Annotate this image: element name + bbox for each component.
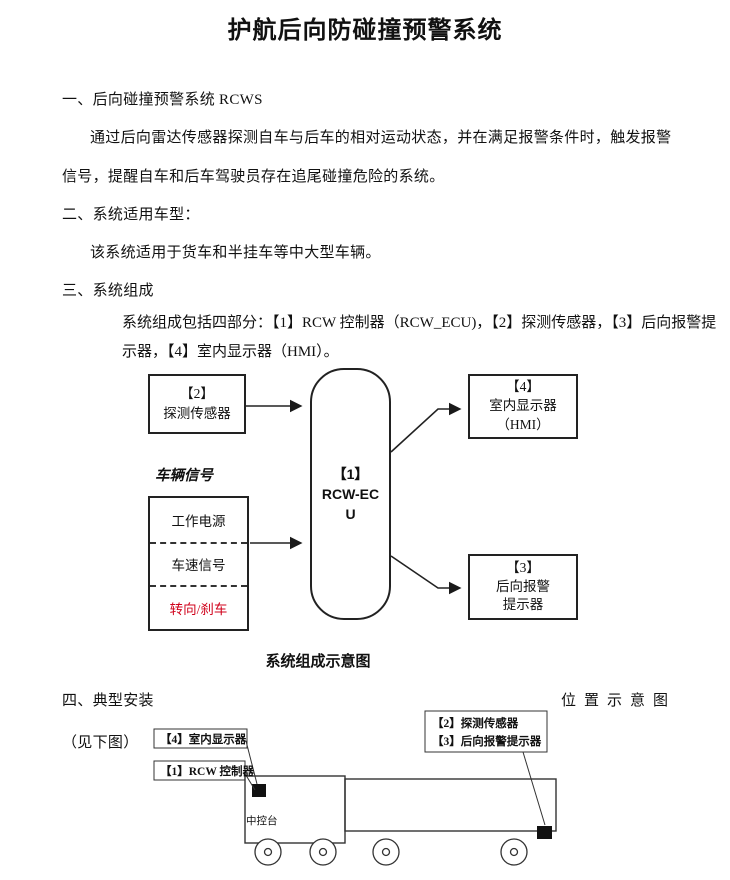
diagram-ecu-box: 【1】 RCW-EC U <box>310 368 391 620</box>
hmi-box-number: 【4】 <box>506 379 540 395</box>
truck-wheels <box>254 838 528 866</box>
section3-heading: 三、系统组成 <box>62 283 154 299</box>
install-labels: 【2】探测传感器 【3】后向报警提示器 【4】室内显示器 【1】RCW 控制器 … <box>160 716 542 827</box>
diagram-hmi-box: 【4】 室内显示器 （HMI） <box>468 374 578 439</box>
arrow-ecu-to-alarm <box>390 555 462 595</box>
install-label-console: 中控台 <box>246 814 278 827</box>
truck-cab <box>244 775 346 844</box>
sensor-box-label: 探测传感器 <box>163 406 231 421</box>
section1-heading: 一、后向碰撞预警系统 RCWS <box>62 92 263 108</box>
install-label-hmi: 【4】室内显示器 <box>160 732 247 746</box>
hmi-box-label: 室内显示器 <box>489 398 557 414</box>
section1-paragraph-line2: 信号，提醒自车和后车驾驶员存在追尾碰撞危险的系统。 <box>62 169 445 185</box>
section3-paragraph-line1: 系统组成包括四部分：【1】RCW 控制器（RCW_ECU)，【2】探测传感器，【… <box>122 315 717 331</box>
install-label-ecu: 【1】RCW 控制器 <box>160 764 255 778</box>
section4-heading-right: 位置示意图 <box>560 693 676 709</box>
diagram-caption: 系统组成示意图 <box>265 654 371 670</box>
page-title: 护航后向防碰撞预警系统 <box>227 18 503 44</box>
signal-row-power: 工作电源 <box>171 513 226 529</box>
truck-cargo-box <box>344 778 557 832</box>
ecu-label-box <box>153 760 246 781</box>
section2-heading: 二、系统适用车型： <box>62 207 200 223</box>
section1-paragraph-line1: 通过后向雷达传感器探测自车与后车的相对运动状态，并在满足报警条件时，触发报警 <box>90 130 672 146</box>
diagram-alarm-box: 【3】 后向报警 提示器 <box>468 554 578 620</box>
leader-lines <box>243 740 546 826</box>
section3-paragraph-line2: 示器，【4】室内显示器（HMI）。 <box>122 344 339 360</box>
sensor-box-number: 【2】 <box>180 385 214 401</box>
vehicle-signal-label: 车辆信号 <box>155 468 213 484</box>
sensor-alarm-label-box <box>424 710 548 753</box>
ecu-box-number: 【1】 <box>332 465 369 482</box>
vehicle-signal-box: 工作电源 车速信号 转向/刹车 <box>148 496 249 631</box>
alarm-box-number: 【3】 <box>506 559 540 575</box>
alarm-box-label-line1: 后向报警 <box>496 578 550 594</box>
section2-paragraph: 该系统适用于货车和半挂车等中大型车辆。 <box>90 245 381 261</box>
hmi-box-sub: （HMI） <box>496 416 550 432</box>
ecu-box-label-line2: U <box>345 506 356 523</box>
install-label-sensor: 【2】探测传感器 <box>432 716 519 730</box>
console-device-marker <box>252 784 266 797</box>
mounted-devices <box>252 784 552 839</box>
arrow-ecu-to-hmi <box>390 402 462 453</box>
install-label-alarm: 【3】后向报警提示器 <box>432 734 542 748</box>
signal-row-speed: 车速信号 <box>150 541 247 586</box>
section4-note: （见下图） <box>62 735 139 751</box>
hmi-label-box <box>153 728 248 749</box>
signal-row-turn-brake: 转向/刹车 <box>150 585 247 629</box>
section4-heading: 四、典型安装 <box>62 693 154 709</box>
alarm-box-label-line2: 提示器 <box>502 597 544 613</box>
install-label-boxes <box>153 710 548 781</box>
ecu-box-label-line1: RCW-EC <box>321 485 380 502</box>
rear-sensor-marker <box>537 826 552 839</box>
diagram-sensor-box: 【2】 探测传感器 <box>148 374 246 434</box>
truck-outline <box>244 775 557 844</box>
